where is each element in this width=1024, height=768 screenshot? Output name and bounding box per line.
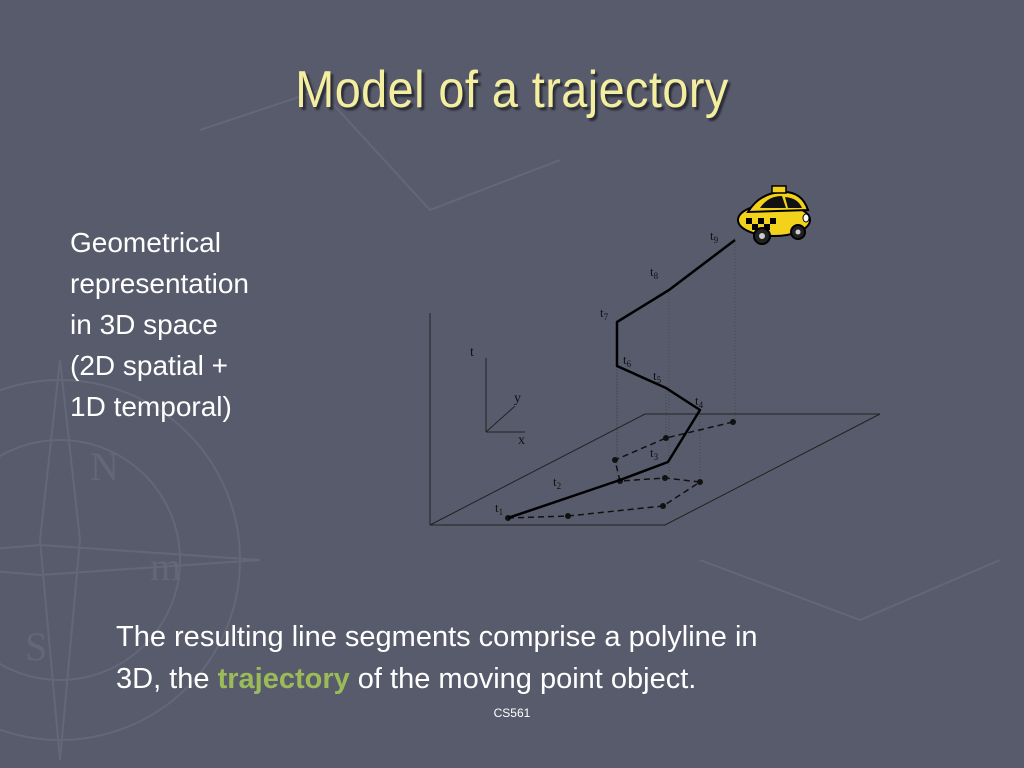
left-description: Geometrical representation in 3D space (… (70, 222, 310, 427)
bottom-text-part2: 3D, the (116, 663, 218, 695)
slide-footer: CS561 (493, 706, 531, 720)
bottom-description: The resulting line segments comprise a p… (116, 616, 916, 700)
axis-glyph (485, 358, 525, 433)
time-label: t9 (710, 228, 719, 245)
time-label: t2 (553, 474, 561, 491)
left-line: Geometrical (70, 227, 221, 258)
projected-path (507, 421, 734, 519)
axis-label-x: x (518, 433, 525, 448)
axis-label-t: t (470, 345, 474, 360)
left-line: (2D spatial + (70, 350, 228, 381)
projection-lines (616, 238, 736, 480)
axis-label-y: y (514, 391, 521, 406)
bottom-text-part1: The resulting line segments comprise a p… (116, 621, 758, 653)
time-label: t1 (495, 500, 503, 517)
left-line: representation (70, 268, 250, 299)
time-label: t8 (650, 264, 659, 281)
time-label: t6 (623, 352, 632, 369)
svg-text:m: m (150, 544, 181, 589)
time-labels: t1 t2 t3 t4 t5 t6 t7 t8 t9 (495, 228, 719, 517)
time-label: t4 (695, 393, 704, 410)
base-plane (429, 413, 881, 526)
trajectory-polyline (507, 239, 736, 520)
slide-title: Model of a trajectory (295, 61, 729, 119)
left-line: in 3D space (70, 309, 218, 340)
trajectory-highlight: trajectory (217, 663, 350, 695)
time-label: t3 (650, 445, 659, 462)
time-label: t7 (600, 305, 609, 322)
svg-text:S: S (25, 624, 47, 669)
left-line: 1D temporal) (70, 391, 232, 422)
bottom-text-part3: of the moving point object. (349, 663, 697, 695)
svg-text:N: N (90, 444, 119, 489)
taxi-icon (737, 185, 811, 245)
time-label: t5 (653, 368, 662, 385)
